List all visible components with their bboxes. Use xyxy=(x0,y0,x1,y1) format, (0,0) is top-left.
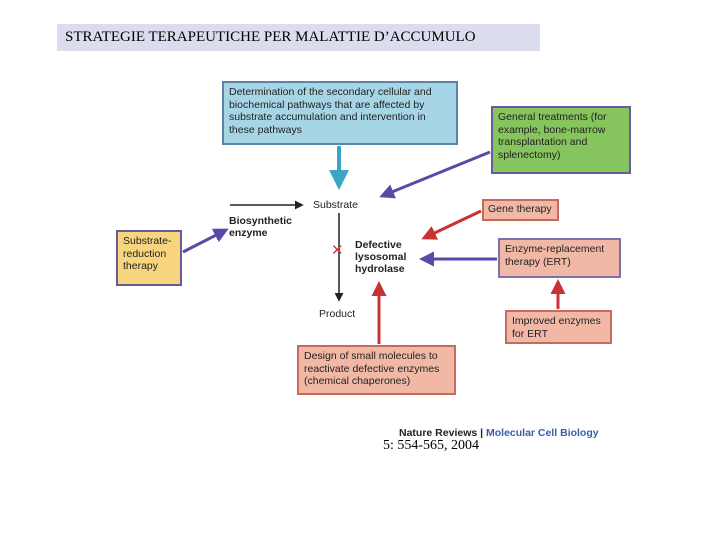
label-product: Product xyxy=(319,308,356,320)
citation-section: Molecular Cell Biology xyxy=(486,427,599,439)
box-chemical-chaperones: Design of small molecules to reactivate … xyxy=(297,345,456,395)
arrow-gene-to-hydrolase xyxy=(421,209,482,240)
reference-text: 5: 554-565, 2004 xyxy=(383,438,480,453)
label-biosynthetic-enzyme: Biosynthetic enzyme xyxy=(229,215,293,239)
journal-citation: Nature Reviews | Molecular Cell Biology xyxy=(399,427,599,439)
citation-separator: | xyxy=(480,427,484,439)
block-cross-icon: ✕ xyxy=(331,242,344,259)
arrow-general-to-substrate xyxy=(379,150,491,199)
citation-journal: Nature Reviews xyxy=(399,427,478,439)
label-substrate: Substrate xyxy=(313,199,358,211)
box-substrate-reduction: Substrate- reduction therapy xyxy=(116,230,182,286)
slide-title: STRATEGIE TERAPEUTICHE PER MALATTIE D’AC… xyxy=(57,24,540,51)
box-general-treatments: General treatments (for example, bone-ma… xyxy=(491,106,631,174)
box-gene-therapy: Gene therapy xyxy=(482,199,559,221)
arrow-srt-to-enzyme xyxy=(182,228,229,254)
box-ert: Enzyme-replacement therapy (ERT) xyxy=(498,238,621,278)
box-secondary-pathways: Determination of the secondary cellular … xyxy=(222,81,458,145)
label-defective-hydrolase: Defective lysosomal hydrolase xyxy=(355,239,407,275)
box-improved-enzymes: Improved enzymes for ERT xyxy=(505,310,612,344)
